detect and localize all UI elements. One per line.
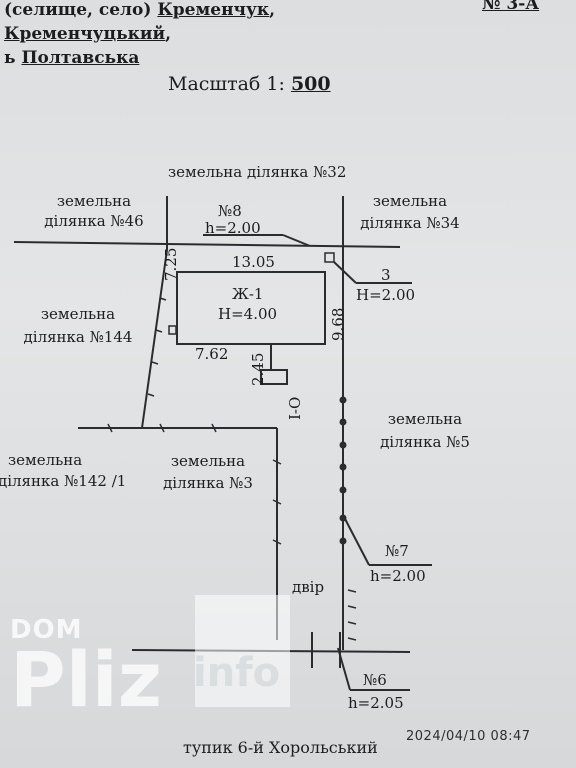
plot-142-line2: ділянка №142 /1: [0, 472, 127, 490]
fence-6-height: h=2.05: [348, 694, 404, 712]
plot-144-line1: земельна: [40, 305, 116, 323]
fence-7-leader: [342, 514, 370, 566]
watermark-pliz: Pliz: [10, 635, 163, 724]
house-number: № 3-А: [482, 0, 540, 14]
north-boundary-line: [13, 241, 401, 248]
scale-label: Масштаб 1:: [168, 73, 285, 95]
porch-label: І-О: [286, 396, 304, 420]
plot-46-line2: ділянка №46: [44, 212, 144, 230]
watermark-dom: DOM: [10, 615, 83, 645]
plot-34-line2: ділянка №34: [360, 214, 460, 232]
fence-7-number: №7: [385, 542, 409, 560]
settlement-name: Кременчук: [157, 0, 270, 20]
plot-34-line1: земельна: [372, 192, 448, 210]
building-dim-top: 13.05: [232, 253, 275, 271]
address-line-2: Кременчуцький,: [4, 24, 172, 44]
watermark-info: info: [193, 650, 281, 696]
district-name: Кременчуцький: [4, 24, 166, 44]
plot-46-line1: земельна: [56, 192, 132, 210]
fence-6-leader: [337, 647, 351, 691]
porch-outline: [260, 369, 288, 385]
fence-8-height: h=2.00: [205, 219, 261, 237]
structure-3-number: 3: [381, 266, 391, 284]
building-dim-left: 7.25: [162, 247, 180, 281]
fence-7-height: h=2.00: [370, 567, 426, 585]
fence-8-leader: [282, 234, 311, 247]
building-dim-bottom: 7.62: [195, 345, 229, 363]
address-line-3: ь Полтавська: [4, 48, 139, 68]
region-prefix: ь: [4, 48, 16, 68]
structure-3-height: Н=2.00: [356, 286, 416, 304]
scale-value: 500: [290, 73, 331, 95]
plot-3-line2: ділянка №3: [163, 474, 253, 492]
west-fence-line: [141, 249, 168, 429]
building-height: Н=4.00: [218, 305, 278, 323]
photo-timestamp: 2024/04/10 08:47: [406, 729, 531, 744]
plot-5-line1: земельна: [387, 410, 463, 428]
plot-32-label: земельна ділянка №32: [168, 163, 347, 181]
structure-3-leader: [333, 261, 357, 284]
west-utility-marker: [168, 325, 177, 335]
street-label: тупик 6-й Хорольський: [183, 738, 378, 757]
structure-3-marker: [324, 252, 335, 263]
building-name: Ж-1: [232, 285, 264, 303]
east-fence-dots: [339, 396, 347, 545]
fence-6-number: №6: [363, 671, 387, 689]
plot-3-line1: земельна: [170, 452, 246, 470]
settlement-type-label: (селище, село): [4, 0, 152, 20]
building-outline: [176, 271, 326, 345]
porch-dim: 2.45: [249, 352, 267, 386]
region-name: Полтавська: [21, 48, 140, 68]
address-line-1: (селище, село) Кременчук, № 3-А: [4, 0, 539, 20]
scale-caption: Масштаб 1: 500: [168, 73, 331, 95]
yard-label: двір: [292, 578, 325, 596]
plot-5-line2: ділянка №5: [380, 433, 470, 451]
fence-8-number: №8: [218, 202, 242, 220]
fence-tick-marks: [107, 297, 357, 641]
plot-142-line1: земельна: [8, 451, 83, 469]
building-dim-right: 9.68: [329, 307, 347, 341]
plot-144-line2: ділянка №144: [23, 328, 133, 346]
watermark-box: [195, 595, 290, 707]
